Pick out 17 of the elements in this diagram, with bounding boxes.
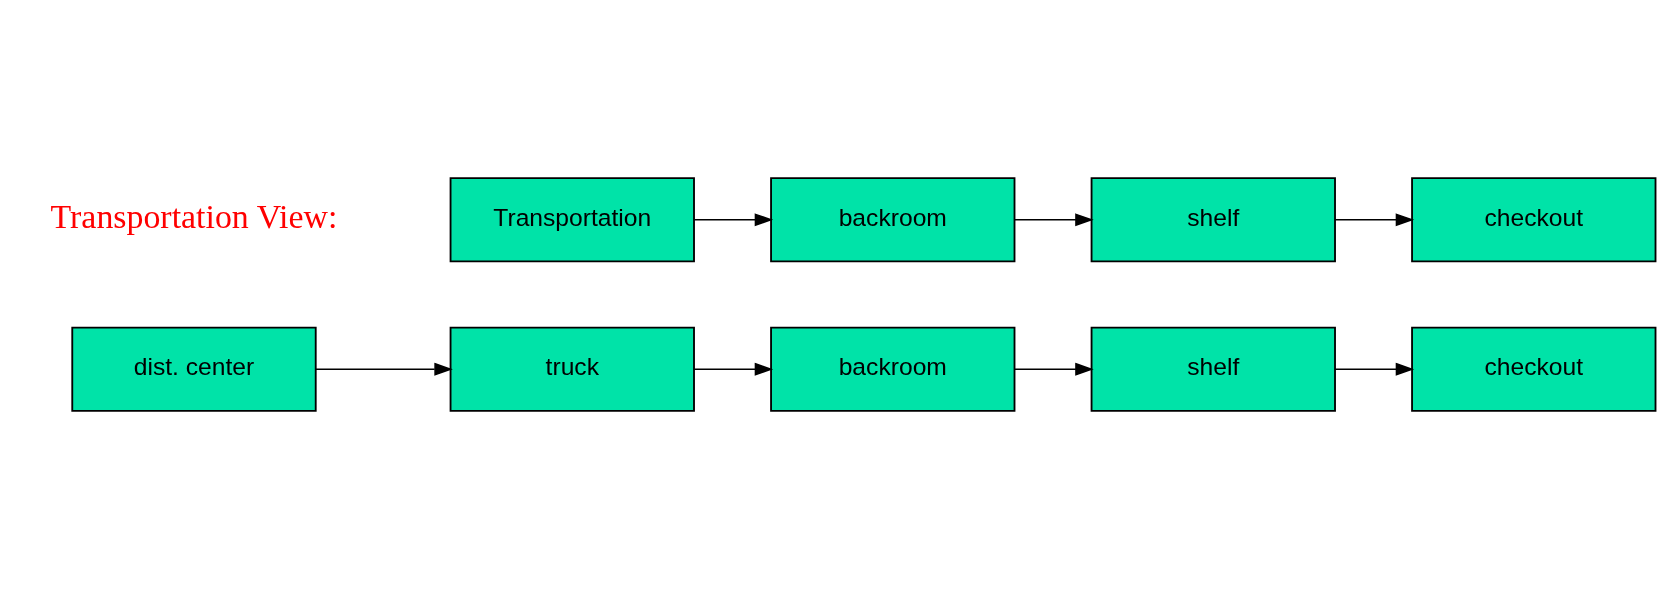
node-box: truck (449, 326, 695, 412)
node-box: backroom (770, 177, 1016, 263)
node-box: shelf (1090, 177, 1336, 263)
arrow (315, 362, 453, 376)
arrow (1334, 213, 1415, 227)
node-box: checkout (1411, 177, 1657, 263)
node-box: dist. center (71, 326, 317, 412)
arrow (693, 362, 774, 376)
arrow (1334, 362, 1415, 376)
label: Transportation View: (50, 198, 338, 236)
arrow (693, 213, 774, 227)
node-box: shelf (1090, 326, 1336, 412)
node-box: Transportation (449, 177, 695, 263)
node-box: checkout (1411, 326, 1657, 412)
arrow (1014, 362, 1094, 376)
node-box: backroom (770, 326, 1016, 412)
arrow (1014, 213, 1094, 227)
